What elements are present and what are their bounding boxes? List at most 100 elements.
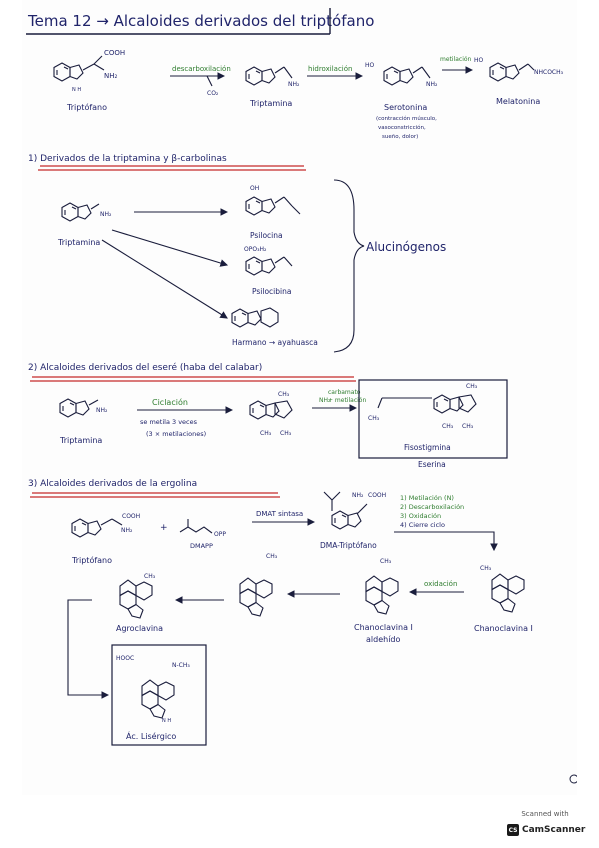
svg-text:N-CH₃: N-CH₃ [172, 662, 190, 669]
arrow-to-harmano [101, 239, 228, 319]
ergoline-intermediate-structure [239, 577, 273, 617]
svg-text:3) Oxidación: 3) Oxidación [400, 512, 441, 520]
camscanner-brand-label: CamScanner [522, 825, 586, 835]
label-psilocina: Psilocina [250, 231, 283, 240]
label-serotonina: Serotonina [384, 103, 427, 112]
svg-text:CH₃: CH₃ [280, 430, 292, 437]
svg-text:CH₃: CH₃ [278, 391, 290, 398]
svg-text:CH₃: CH₃ [260, 430, 272, 437]
svg-text:+ metilación: + metilación [328, 397, 366, 404]
psilocibina-structure [245, 256, 276, 276]
svg-text:+: + [160, 523, 168, 533]
section3-heading: 3) Alcaloides derivados de la ergolina [28, 479, 197, 489]
scanned-with-label: Scanned with [521, 810, 569, 818]
arrow-to-psilocibina [111, 229, 229, 267]
serotonina-structure [383, 66, 414, 86]
psilocina-structure [245, 196, 276, 216]
lisergico-structure [141, 679, 175, 719]
lisergico-box [111, 644, 207, 746]
svg-text:CH₃: CH₃ [480, 565, 492, 572]
chanoclavina-aldehido-structure [365, 575, 399, 615]
camscanner-brand: CS CamScanner [507, 823, 585, 837]
svg-text:NH₂: NH₂ [288, 81, 300, 88]
svg-text:NH₂: NH₂ [104, 72, 118, 80]
section-1: 1) Derivados de la triptamina y β-carbol… [28, 154, 446, 353]
svg-text:Ciclación: Ciclación [152, 397, 188, 407]
svg-text:sueño, dolor): sueño, dolor) [382, 134, 418, 140]
svg-text:N H: N H [72, 87, 81, 93]
fisostigmina-box [358, 379, 508, 459]
brace [333, 179, 365, 353]
section2-heading: 2) Alcaloides derivados del eseré (haba … [28, 362, 262, 373]
label-eserina: Eserina [418, 460, 446, 469]
page-corner-mark [569, 774, 577, 784]
top-row: COOH NH₂ N H Triptófano descarboxilación… [53, 49, 564, 140]
svg-text:HOOC: HOOC [116, 655, 134, 662]
svg-text:DMAT sintasa: DMAT sintasa [256, 510, 303, 518]
svg-text:carbamato: carbamato [328, 389, 361, 396]
camscanner-logo-icon: CS [507, 824, 519, 836]
section-2: 2) Alcaloides derivados del eseré (haba … [28, 362, 508, 469]
svg-text:NH₂: NH₂ [121, 527, 133, 534]
page-title: Tema 12 → Alcaloides derivados del tript… [27, 12, 374, 30]
ergoline-steps: 1) Metilación (N) 2) Descarboxilación 3)… [400, 494, 464, 529]
agroclavina-structure [119, 579, 153, 619]
s3-triptofano-structure [71, 518, 102, 538]
label-agroclavina: Agroclavina [116, 624, 163, 633]
svg-text:CH₃: CH₃ [466, 383, 478, 390]
svg-text:NH₂: NH₂ [352, 492, 364, 499]
svg-text:CH₃: CH₃ [144, 573, 156, 580]
svg-text:CO₂: CO₂ [207, 90, 219, 97]
svg-text:OH: OH [250, 185, 259, 192]
label-fisostigmina: Fisostigmina [404, 443, 451, 452]
arrow-to-chanoclavina [394, 531, 498, 552]
svg-text:se metila 3 veces: se metila 3 veces [140, 418, 198, 426]
svg-text:oxidación: oxidación [424, 580, 457, 588]
chanoclavina-structure [491, 573, 525, 613]
svg-text:(contracción músculo,: (contracción músculo, [376, 115, 437, 122]
svg-text:NH₂: NH₂ [319, 397, 331, 404]
dma-triptofano-structure [331, 510, 362, 530]
label-s2-triptamina: Triptamina [59, 436, 102, 445]
svg-text:hidroxilación: hidroxilación [308, 65, 352, 73]
arrow-to-lisergico [67, 599, 110, 699]
svg-text:4) Cierre ciclo: 4) Cierre ciclo [400, 521, 445, 529]
label-s1-triptamina: Triptamina [57, 238, 100, 247]
svg-text:vasoconstricción,: vasoconstricción, [378, 124, 426, 131]
svg-text:HO: HO [365, 62, 375, 69]
svg-text:CH₃: CH₃ [266, 553, 278, 560]
svg-text:2) Descarboxilación: 2) Descarboxilación [400, 503, 464, 511]
triptamina-structure [245, 66, 276, 86]
label-melatonina: Melatonina [496, 97, 540, 106]
svg-text:OPO₃H₂: OPO₃H₂ [244, 246, 267, 253]
camscanner-badge: Scanned with CS CamScanner [503, 808, 587, 842]
svg-text:CH₃: CH₃ [442, 423, 454, 430]
label-dmapp: DMAPP [190, 542, 213, 550]
section1-heading: 1) Derivados de la triptamina y β-carbol… [28, 154, 227, 164]
s1-triptamina-structure [61, 202, 92, 222]
label-triptamina: Triptamina [249, 99, 292, 108]
svg-text:NHCOCH₃: NHCOCH₃ [534, 69, 564, 76]
svg-text:NH₂: NH₂ [426, 81, 438, 88]
svg-text:CH₃: CH₃ [380, 558, 392, 565]
svg-text:NH₂: NH₂ [96, 407, 108, 414]
scanned-page: Tema 12 → Alcaloides derivados del tript… [22, 0, 577, 795]
label-triptofano: Triptófano [66, 102, 107, 112]
label-psilocibina: Psilocibina [252, 287, 291, 296]
label-dma-triptofano: DMA-Triptófano [320, 541, 377, 550]
title-block: Tema 12 → Alcaloides derivados del tript… [26, 8, 374, 35]
svg-text:CH₃: CH₃ [462, 423, 474, 430]
harmano-structure [231, 308, 262, 328]
section-3: 3) Alcaloides derivados de la ergolina C… [28, 479, 533, 746]
handwritten-notes: Tema 12 → Alcaloides derivados del tript… [26, 8, 577, 784]
svg-text:COOH: COOH [104, 49, 125, 57]
label-s3-triptofano: Triptófano [71, 555, 112, 565]
svg-text:descarboxilación: descarboxilación [172, 65, 231, 73]
svg-text:metilación: metilación [440, 56, 472, 63]
svg-text:HO: HO [474, 57, 484, 64]
svg-text:NH₂: NH₂ [100, 211, 112, 218]
label-ac-lisergico: Ác. Lisérgico [126, 730, 176, 741]
label-chanoclavina-aldehido-2: aldehído [366, 635, 400, 644]
triptofano-structure [53, 62, 84, 82]
svg-text:(3 × metilaciones): (3 × metilaciones) [146, 430, 206, 438]
